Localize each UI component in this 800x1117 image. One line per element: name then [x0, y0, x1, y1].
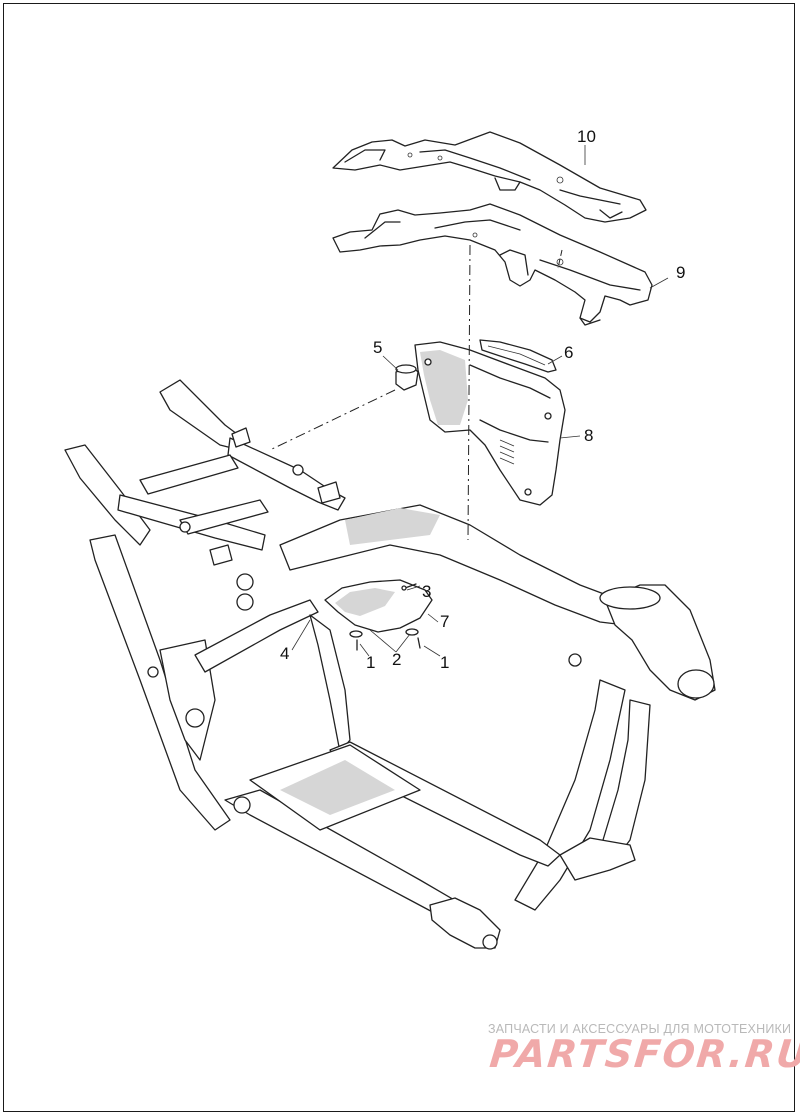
callout-4: 4 [280, 644, 289, 663]
part-1-screws [356, 637, 421, 651]
part-7-small-cover [324, 579, 433, 633]
callout-1-left: 1 [366, 653, 375, 672]
part-9-lower-bracket [332, 203, 653, 326]
callout-5: 5 [373, 338, 382, 357]
part-2-washers [349, 628, 419, 638]
callout-6: 6 [564, 343, 573, 362]
label-plate [499, 439, 515, 465]
watermark-tagline: ЗАПЧАСТИ И АКСЕССУАРЫ ДЛЯ МОТОТЕХНИКИ [488, 1022, 792, 1036]
part-5-grommet [395, 364, 419, 391]
assembly-guide-lines [269, 244, 563, 541]
callout-9: 9 [676, 263, 685, 282]
callout-3: 3 [422, 582, 431, 601]
callout-leaders [291, 145, 669, 657]
diagram-border [3, 3, 795, 1112]
part-6-gasket [479, 339, 557, 373]
watermark-logo: PARTSFOR.RU [487, 1032, 800, 1076]
callout-2: 2 [392, 650, 401, 669]
motorcycle-frame [64, 379, 716, 950]
part-10-upper-bracket [332, 131, 647, 223]
part-8-side-cover [414, 341, 566, 506]
callout-8: 8 [584, 426, 593, 445]
callout-1-right: 1 [440, 653, 449, 672]
callout-10: 10 [577, 127, 596, 146]
callout-labels: 10 9 5 6 8 3 7 4 1 2 1 [280, 127, 685, 672]
part-3-screw [401, 583, 417, 591]
callout-7: 7 [440, 612, 449, 631]
